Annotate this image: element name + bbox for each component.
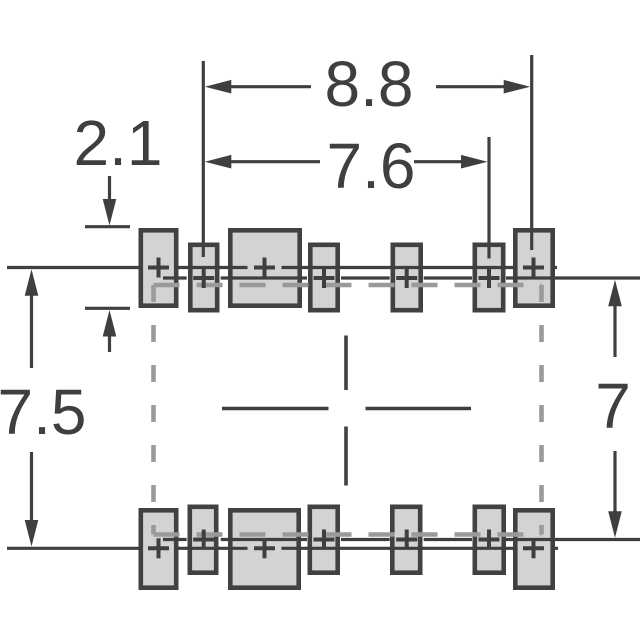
arrowhead	[461, 154, 488, 169]
dim-label-left-height: 7.5	[0, 376, 87, 448]
arrowhead	[204, 79, 232, 94]
arrowhead	[204, 154, 232, 169]
dim-label-outer-width: 8.8	[324, 48, 414, 120]
dim-label-right-height: 7	[595, 370, 631, 442]
arrowhead	[102, 199, 117, 226]
arrowhead	[608, 279, 622, 307]
arrowhead	[102, 310, 117, 337]
dim-label-inner-width: 7.6	[326, 130, 416, 202]
arrowhead	[503, 79, 531, 94]
arrowhead	[24, 520, 39, 547]
dim-label-pad-height: 2.1	[73, 107, 163, 179]
arrowhead	[24, 269, 39, 296]
arrowhead	[608, 511, 622, 538]
